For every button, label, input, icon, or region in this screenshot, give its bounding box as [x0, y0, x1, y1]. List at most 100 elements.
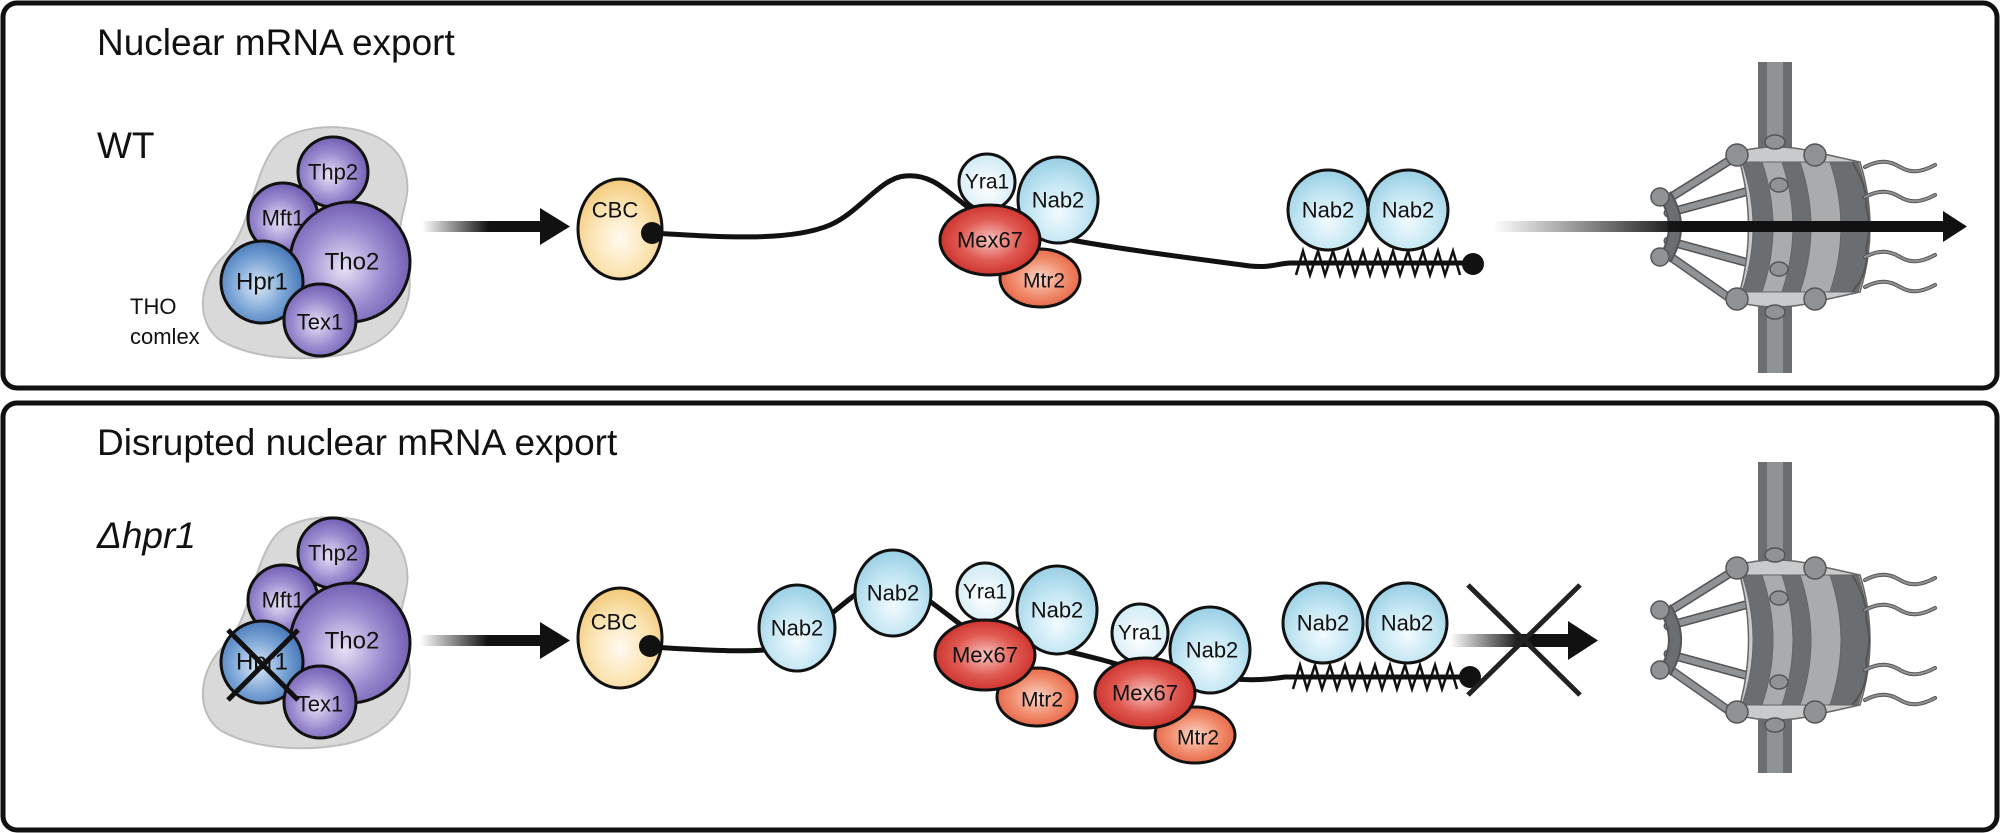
- basket-strut: [1665, 252, 1738, 305]
- protein-nab2: Nab2: [1281, 581, 1365, 665]
- svg-text:Yra1: Yra1: [1118, 622, 1162, 645]
- cap-binding-complex: CBC: [576, 586, 664, 690]
- protein-mex67: Mex67: [938, 203, 1042, 277]
- basket-strut: [1665, 238, 1748, 265]
- polya-zigzag: [1294, 246, 1462, 280]
- pore-node: [1803, 700, 1827, 724]
- cytoplasmic-filament: [1864, 603, 1936, 616]
- pore-node: [1725, 556, 1749, 580]
- polya-end-dot: [1459, 666, 1481, 688]
- protein-mex67: Mex67: [933, 618, 1037, 692]
- protein-nab2: Nab2: [1286, 168, 1370, 252]
- basket-strut: [1665, 651, 1748, 678]
- svg-text:Mtr2: Mtr2: [1023, 270, 1065, 293]
- mrna-strand: [651, 644, 766, 654]
- basket-strut: [1665, 189, 1748, 216]
- svg-text:Mex67: Mex67: [1112, 681, 1178, 706]
- tho-complex-label-line2: comlex: [130, 324, 200, 349]
- pore-node: [1769, 177, 1789, 193]
- svg-text:CBC: CBC: [592, 198, 639, 223]
- deletion-cross-icon: [226, 628, 300, 702]
- polya-end-dot: [1462, 253, 1484, 275]
- mrna-strand: [1049, 233, 1470, 270]
- cytoplasmic-filament: [1864, 160, 1936, 173]
- protein-yra1: Yra1: [957, 152, 1017, 212]
- basket-strut: [1665, 665, 1738, 718]
- basket-ring: [1660, 605, 1680, 675]
- cytoplasmic-filament: [1864, 280, 1936, 293]
- pore-node: [1764, 134, 1786, 150]
- pore-node: [1769, 590, 1789, 606]
- polya-zigzag: [1291, 660, 1459, 694]
- arrow-recruit: [420, 622, 570, 659]
- polya-nab2-pair: Nab2 Nab2: [1281, 581, 1449, 665]
- tho-subunit-thp2: Thp2: [296, 135, 370, 209]
- svg-text:Thp2: Thp2: [308, 160, 358, 185]
- protein-nab2: Nab2: [1016, 155, 1100, 245]
- basket-strut: [1665, 567, 1738, 615]
- panel-frame-wt: [0, 0, 2000, 391]
- cytoplasmic-filament: [1864, 693, 1936, 706]
- svg-text:Tho2: Tho2: [325, 249, 380, 276]
- svg-text:Nab2: Nab2: [1031, 598, 1084, 623]
- protein-nab2: Nab2: [1168, 605, 1252, 695]
- export-arrow: [1493, 211, 1967, 242]
- protein-nab2: Nab2: [853, 548, 933, 638]
- panel-title: Nuclear mRNA export: [97, 22, 456, 63]
- tho-complex-label-line1: THO: [130, 294, 176, 319]
- svg-text:Yra1: Yra1: [965, 171, 1009, 194]
- basket-strut: [1665, 602, 1748, 629]
- arrow-recruit: [422, 208, 570, 245]
- mrna-cap-dot: [641, 222, 663, 244]
- export-arrow-blocked: [1450, 583, 1598, 697]
- protein-nab2: Nab2: [1015, 564, 1099, 656]
- svg-text:Hpr1: Hpr1: [236, 269, 288, 296]
- svg-text:CBC: CBC: [591, 610, 638, 635]
- mrnp-group: Yra1 Nab2 Mtr2 Mex67: [938, 152, 1100, 309]
- condition-label: WT: [97, 125, 155, 166]
- basket-strut: [1665, 154, 1738, 202]
- block-cross-icon: [1466, 583, 1582, 697]
- pore-node: [1764, 547, 1786, 563]
- mrna-strand: [652, 173, 977, 240]
- protein-yra1: Yra1: [955, 561, 1015, 623]
- condition-label: Δhpr1: [96, 515, 196, 556]
- basket-node: [1650, 660, 1670, 680]
- tho-complex: Thp2 Mft1 Tho2 Hpr1 Tex1 THO comlex: [130, 126, 412, 360]
- cytoplasmic-filament: [1864, 573, 1936, 586]
- svg-text:Nab2: Nab2: [1381, 611, 1434, 636]
- mrnp-group: Yra1 Nab2 Mtr2 Mex67: [933, 561, 1099, 728]
- panel-wt: Nuclear mRNA export WT Thp2 Mft1 Tho2 Hp…: [97, 22, 1967, 373]
- panel-title: Disrupted nuclear mRNA export: [97, 422, 618, 463]
- pore-node: [1764, 717, 1786, 733]
- svg-text:Tex1: Tex1: [297, 692, 343, 717]
- protein-nab2: Nab2: [1365, 581, 1449, 665]
- svg-text:Nab2: Nab2: [1032, 188, 1085, 213]
- svg-text:Yra1: Yra1: [963, 581, 1007, 604]
- mrna-cap-dot: [639, 635, 661, 657]
- svg-text:Nab2: Nab2: [771, 616, 824, 641]
- polya-tail: [1291, 660, 1481, 694]
- svg-text:Thp2: Thp2: [308, 541, 358, 566]
- svg-text:Nab2: Nab2: [1297, 611, 1350, 636]
- pore-node: [1803, 287, 1827, 311]
- nuclear-pore-complex: [1650, 462, 1937, 773]
- pore-node: [1764, 304, 1786, 320]
- basket-node: [1650, 600, 1670, 620]
- tho-complex: Thp2 Mft1 Tho2 Hpr1 Tex1: [201, 516, 412, 750]
- pore-node: [1769, 674, 1789, 690]
- tho-subunit-tex1: Tex1: [282, 664, 358, 740]
- svg-text:Mft1: Mft1: [262, 588, 305, 613]
- pore-edge: [1851, 574, 1870, 706]
- pore-node: [1725, 143, 1749, 167]
- mrnp-group: Yra1 Nab2 Mtr2 Mex67: [1093, 602, 1252, 765]
- polya-nab2-pair: Nab2 Nab2: [1286, 168, 1450, 252]
- svg-text:Mtr2: Mtr2: [1177, 727, 1219, 750]
- basket-node: [1650, 247, 1670, 267]
- protein-nab2: Nab2: [1366, 168, 1450, 252]
- protein-nab2: Nab2: [757, 583, 837, 673]
- svg-text:Nab2: Nab2: [867, 581, 920, 606]
- pore-node: [1803, 143, 1827, 167]
- panel-dhpr1: Disrupted nuclear mRNA export Δhpr1 Thp2…: [96, 422, 1937, 773]
